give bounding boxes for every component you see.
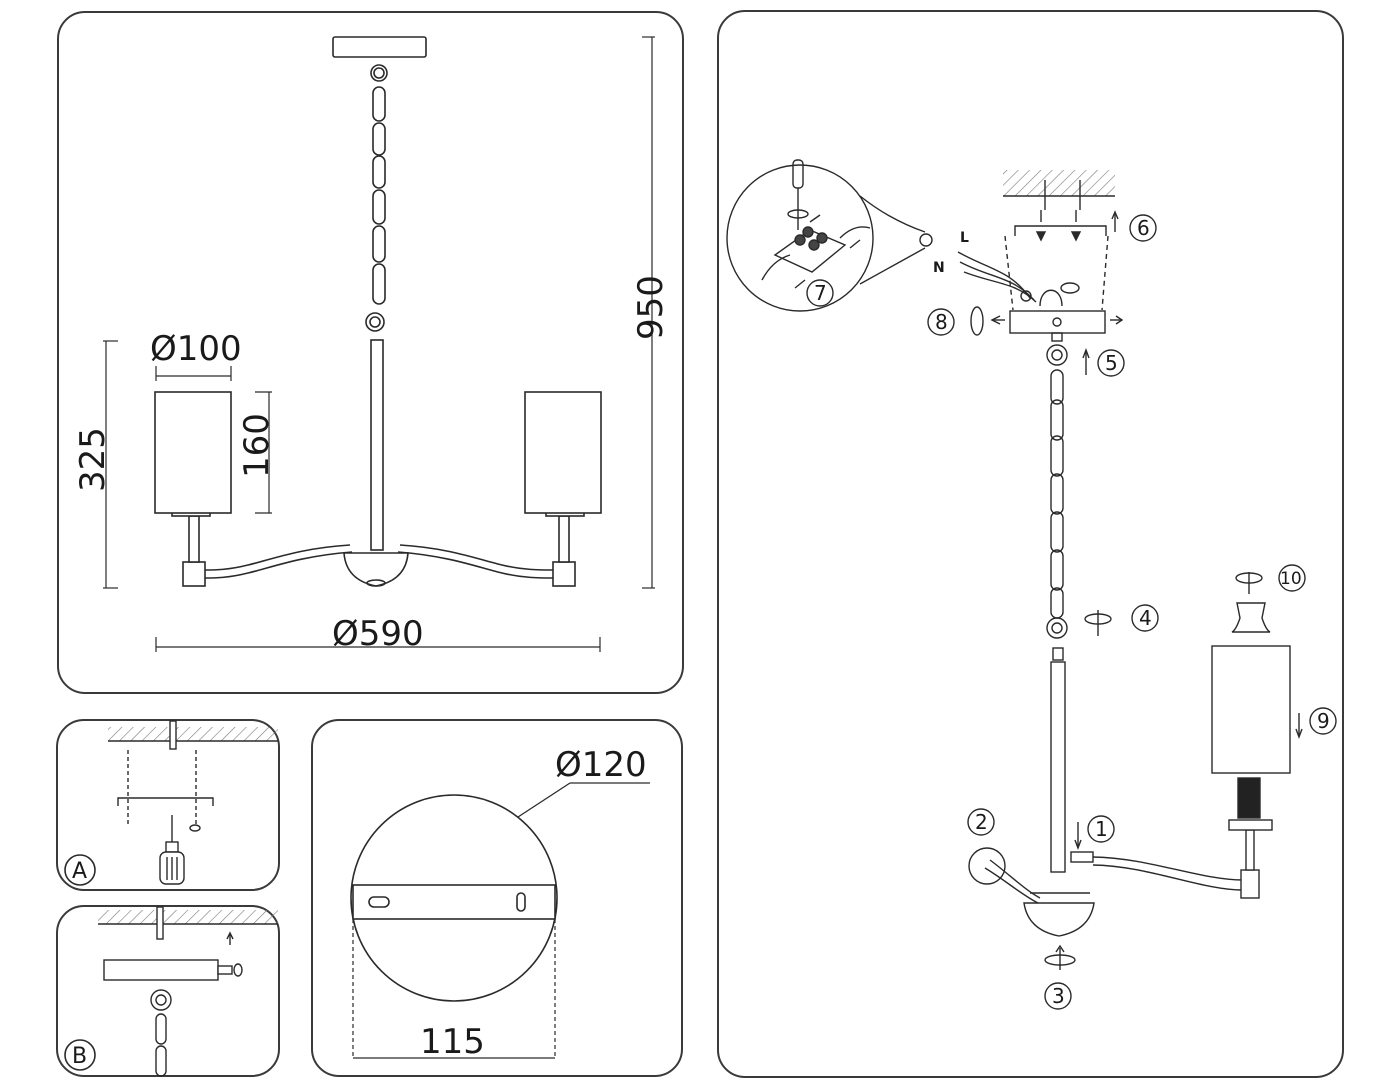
overall-dimensions-panel: [57, 11, 684, 694]
assembly-panel: [717, 10, 1344, 1078]
mounting-step-a-panel: [56, 719, 280, 891]
canopy-plate-panel: [311, 719, 683, 1077]
mounting-step-b-panel: [56, 905, 280, 1077]
